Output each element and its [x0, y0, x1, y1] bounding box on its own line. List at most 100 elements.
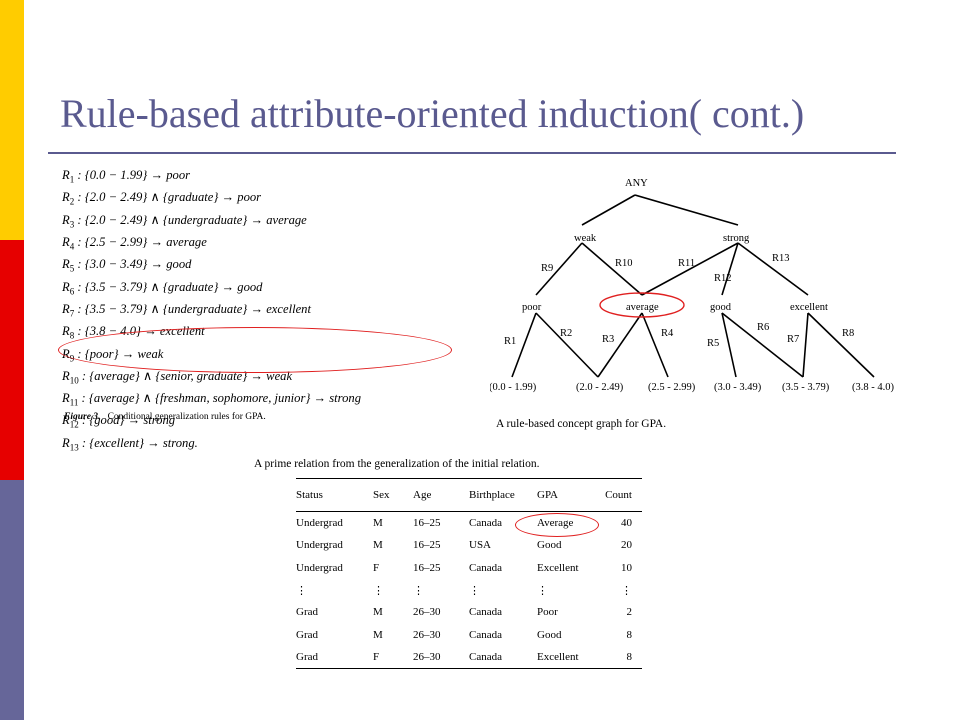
leaf-2: (2.0 - 2.49) [576, 382, 624, 393]
accent-bar-yellow [0, 0, 24, 240]
rule-body: : {excellent} → strong. [78, 435, 198, 450]
edge-label-r7: R7 [787, 334, 799, 345]
table-cell: Canada [469, 561, 502, 574]
edge-poor-leaf1 [511, 312, 537, 378]
node-excellent: excellent [790, 302, 828, 313]
table-cell: M [373, 628, 383, 641]
table-cell: 8 [626, 628, 633, 641]
table-cell: Canada [469, 628, 502, 641]
table-cell: Good [537, 539, 562, 552]
table-cell: Canada [469, 650, 502, 663]
rule-index: 5 [69, 263, 75, 274]
table-cell: ⋮ [296, 584, 307, 597]
table-cell: 8 [626, 650, 633, 663]
rule-label: R [62, 391, 70, 406]
rule-index: 2 [69, 196, 75, 207]
table-cell: Good [537, 628, 562, 641]
table-cell: ⋮ [537, 584, 548, 597]
leaf-5: (3.5 - 3.79) [782, 382, 830, 393]
edge-any-weak [581, 194, 636, 226]
table-cell: M [373, 539, 383, 552]
table-cell: Excellent [537, 650, 579, 663]
table-cell: 26–30 [413, 606, 441, 619]
table-cell: 40 [621, 517, 632, 530]
rule-body: : {3.0 − 3.49} → good [74, 257, 192, 272]
rule-body: : {2.0 − 2.49} ∧ {graduate} → poor [74, 190, 262, 205]
slide-title: Rule-based attribute-oriented induction(… [60, 91, 805, 136]
rules-highlight-ellipse [58, 327, 452, 373]
edge-label-r10: R10 [615, 258, 633, 269]
rule-label: R [62, 279, 70, 294]
node-poor: poor [522, 302, 542, 313]
node-strong: strong [723, 233, 750, 244]
rule-index: 11 [69, 397, 79, 408]
table-cell: 16–25 [413, 561, 441, 574]
title-underline [48, 152, 896, 154]
table-cell: F [373, 650, 380, 663]
column-header: Age [413, 489, 432, 501]
leaf-1: (0.0 - 1.99) [490, 382, 537, 393]
edge-any-strong [634, 194, 739, 226]
rule-label: R [62, 257, 70, 272]
table-cell: Undergrad [296, 517, 343, 530]
leaf-6: (3.8 - 4.0) [852, 382, 894, 393]
table-cell: Undergrad [296, 561, 343, 574]
table-cell: Excellent [537, 561, 579, 574]
leaf-4: (3.0 - 3.49) [714, 382, 762, 393]
edge-poor-leaf2 [535, 312, 599, 378]
rule-label: R [62, 368, 70, 383]
rule-item: R5 : {3.0 − 3.49} → good [62, 256, 361, 278]
graph-leaves: (0.0 - 1.99) (2.0 - 2.49) (2.5 - 2.99) (… [490, 382, 894, 393]
rule-label: R [62, 212, 70, 227]
edge-label-r1: R1 [504, 336, 516, 347]
rule-item: R11 : {average} ∧ {freshman, sophomore, … [62, 390, 361, 412]
rule-index: 7 [69, 308, 75, 319]
table-cell: Canada [469, 517, 502, 530]
rule-label: R [62, 324, 70, 339]
rule-label: R [62, 168, 70, 182]
edge-label-r9: R9 [541, 263, 553, 274]
edge-excellent-leaf6 [807, 312, 875, 378]
rule-index: 10 [69, 375, 79, 386]
node-weak: weak [574, 233, 597, 244]
rule-item: R6 : {3.5 − 3.79} ∧ {graduate} → good [62, 279, 361, 301]
edge-excellent-leaf5 [802, 312, 809, 378]
edge-average-leaf2 [597, 312, 643, 378]
rule-body: : {good} → strong [78, 413, 176, 428]
edge-label-r5: R5 [707, 338, 719, 349]
rule-body: : {0.0 − 1.99} → poor [74, 168, 191, 182]
rule-body: : {3.5 − 3.79} ∧ {undergraduate} → excel… [74, 301, 311, 316]
rule-item: R13 : {excellent} → strong. [62, 435, 361, 457]
rule-body: : {3.5 − 3.79} ∧ {graduate} → good [74, 279, 263, 294]
rule-index: 6 [69, 286, 75, 297]
rule-item: R3 : {2.0 − 2.49} ∧ {undergraduate} → av… [62, 212, 361, 234]
edge-weak-average [581, 242, 643, 296]
column-header: Sex [373, 489, 390, 501]
edge-good-leaf4 [721, 312, 737, 378]
graph-edges [511, 194, 875, 378]
concept-graph: ANY weak strong poor average good excell… [490, 178, 894, 393]
rules-figure-caption-text: Conditional generalization rules for GPA… [107, 412, 266, 422]
table-cell: M [373, 606, 383, 619]
graph-caption: A rule-based concept graph for GPA. [496, 418, 667, 430]
graph-highlight-ellipse [599, 292, 685, 318]
leaf-3: (2.5 - 2.99) [648, 382, 696, 393]
node-any: ANY [625, 178, 648, 189]
edge-label-r2: R2 [560, 328, 572, 339]
accent-bar-blue [0, 480, 24, 720]
table-cell: ⋮ [413, 584, 424, 597]
column-header: Status [296, 489, 323, 501]
table-cell: Grad [296, 650, 318, 663]
table-cell: 20 [621, 539, 632, 552]
edge-label-r12: R12 [714, 273, 732, 284]
table-cell: Poor [537, 606, 558, 619]
column-header: Count [605, 489, 632, 501]
edge-label-r6: R6 [757, 322, 769, 333]
edge-average-leaf3 [641, 312, 669, 378]
